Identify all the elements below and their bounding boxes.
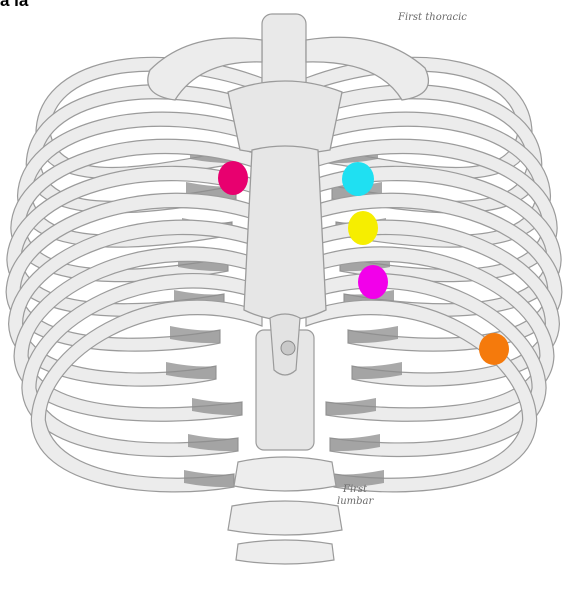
- lumbar-vertebra-second: [228, 501, 342, 535]
- marker-magenta: [358, 265, 388, 299]
- marker-crimson: [218, 161, 248, 195]
- xiphoid-tip: [281, 341, 295, 355]
- first-lumbar-annotation-line1: First: [343, 484, 367, 495]
- figure-label: a ia: [0, 0, 28, 11]
- manubrium: [228, 81, 342, 154]
- sternum-body: [244, 146, 326, 320]
- first-lumbar-annotation-line2: lumbar: [337, 496, 373, 507]
- marker-yellow: [348, 211, 378, 245]
- lumbar-vertebra-first: [234, 457, 336, 491]
- lumbar-vertebra-third: [236, 540, 334, 564]
- marker-cyan: [342, 162, 374, 196]
- left-ribs: [6, 57, 262, 492]
- marker-orange: [479, 333, 509, 365]
- first-thoracic-annotation: First thoracic: [398, 12, 467, 23]
- right-ribs: [306, 57, 562, 492]
